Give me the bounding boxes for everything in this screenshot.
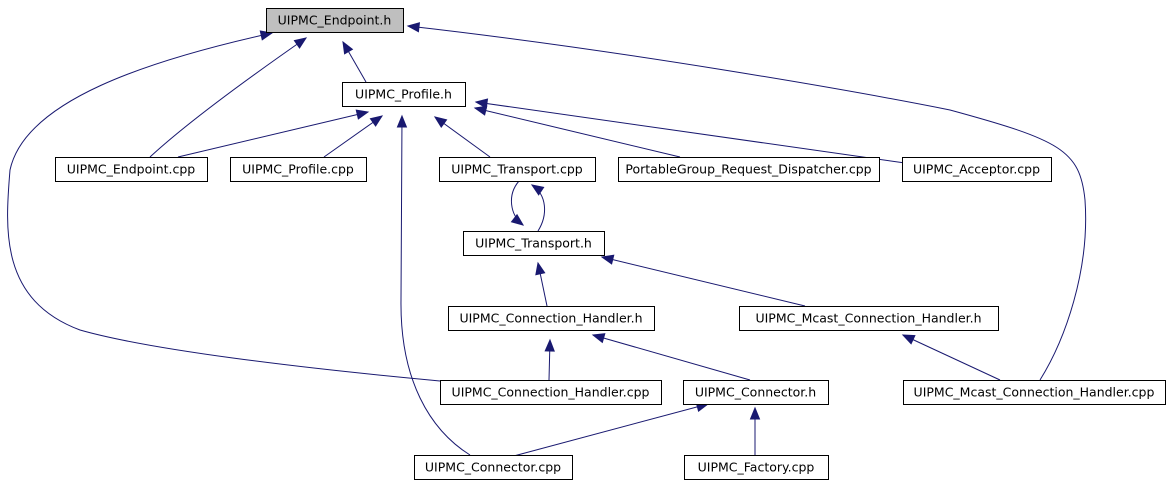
arrowhead	[591, 333, 606, 344]
arrowhead	[355, 109, 370, 120]
edge-uipmc_profile_h-to-uipmc_endpoint_h	[342, 40, 367, 83]
node-label: PortableGroup_Request_Dispatcher.cpp	[625, 162, 871, 177]
edge-line	[474, 107, 681, 158]
arrowhead	[530, 184, 545, 196]
edge-line	[149, 37, 307, 158]
node-box[interactable]	[618, 157, 880, 182]
edge-line	[407, 25, 1087, 381]
node-uipmc-connection-handler-h[interactable]: UIPMC_Connection_Handler.h	[448, 306, 655, 331]
node-uipmc-transport-cpp[interactable]: UIPMC_Transport.cpp	[439, 157, 596, 182]
node-uipmc-connection-handler-cpp[interactable]: UIPMC_Connection_Handler.cpp	[440, 380, 662, 405]
edge-uipmc_endpoint_cpp-to-uipmc_profile_h	[177, 109, 370, 158]
node-label: UIPMC_Connector.cpp	[425, 460, 561, 475]
node-box[interactable]	[463, 231, 605, 256]
node-label: UIPMC_Mcast_Connection_Handler.cpp	[914, 385, 1155, 400]
arrowhead	[473, 105, 488, 116]
edge-uipmc_mcast_connection_handler_cpp-to-uipmc_mcast_connection_handler_h	[901, 334, 1001, 381]
edge-uipmc_connector_h-to-uipmc_connection_handler_h	[591, 333, 751, 381]
node-label: UIPMC_Transport.h	[475, 236, 592, 251]
node-label: UIPMC_Endpoint.h	[278, 13, 392, 28]
node-box[interactable]	[440, 380, 662, 405]
node-uipmc-profile-cpp[interactable]: UIPMC_Profile.cpp	[230, 157, 367, 182]
node-box[interactable]	[414, 455, 573, 480]
node-uipmc-transport-h[interactable]: UIPMC_Transport.h	[463, 231, 605, 256]
node-uipmc-acceptor-cpp[interactable]: UIPMC_Acceptor.cpp	[902, 157, 1052, 182]
edge-portablegroup_request_dispatcher_cpp-to-uipmc_profile_h	[473, 105, 681, 158]
node-label: UIPMC_Transport.cpp	[451, 162, 583, 177]
arrowhead	[433, 116, 448, 129]
edge-uipmc_connector_cpp-to-uipmc_connector_h	[509, 401, 710, 458]
edge-uipmc_transport_cpp-to-uipmc_profile_h	[433, 116, 491, 158]
edge-line	[400, 115, 471, 456]
edge-uipmc_connection_handler_cpp-to-uipmc_connection_handler_h	[544, 338, 555, 381]
arrowhead	[510, 213, 525, 226]
node-box[interactable]	[230, 157, 367, 182]
node-box[interactable]	[448, 306, 655, 331]
edge-uipmc_transport_h-to-uipmc_transport_cpp	[530, 184, 545, 232]
edge-line	[902, 334, 1001, 381]
edge-uipmc_endpoint_cpp-to-uipmc_endpoint_h	[149, 37, 308, 158]
nodes-layer: UIPMC_Endpoint.hUIPMC_Profile.hUIPMC_End…	[55, 8, 1166, 480]
edge-uipmc_connection_handler_h-to-uipmc_transport_h	[535, 261, 548, 307]
node-label: UIPMC_Mcast_Connection_Handler.h	[755, 311, 981, 326]
arrowhead	[406, 22, 421, 33]
edge-line	[475, 101, 906, 164]
edge-line	[509, 403, 709, 458]
node-box[interactable]	[55, 157, 208, 182]
edge-uipmc_transport_cpp-to-uipmc_transport_h	[510, 180, 525, 226]
node-label: UIPMC_Connector.h	[695, 385, 816, 400]
node-label: UIPMC_Factory.cpp	[698, 460, 815, 475]
arrowhead	[396, 114, 408, 128]
node-box[interactable]	[683, 380, 829, 405]
edge-uipmc_profile_cpp-to-uipmc_profile_h	[323, 115, 384, 158]
edge-uipmc_connector_cpp-to-uipmc_profile_h	[396, 114, 471, 456]
node-label: UIPMC_Connection_Handler.cpp	[452, 385, 650, 400]
edge-uipmc_factory_cpp-to-uipmc_connector_h	[749, 406, 761, 455]
node-uipmc-endpoint-cpp[interactable]: UIPMC_Endpoint.cpp	[55, 157, 208, 182]
node-label: UIPMC_Profile.cpp	[242, 162, 354, 177]
node-box[interactable]	[684, 455, 829, 480]
arrowhead	[474, 98, 489, 109]
edge-uipmc_mcast_connection_handler_h-to-uipmc_transport_h	[600, 254, 806, 307]
edge-line	[601, 256, 806, 307]
node-box[interactable]	[902, 157, 1052, 182]
arrowhead	[749, 406, 761, 420]
node-portablegroup-request-dispatcher-cpp[interactable]: PortableGroup_Request_Dispatcher.cpp	[618, 157, 880, 182]
edges-layer	[7, 22, 1087, 458]
arrowhead	[342, 40, 354, 55]
node-box[interactable]	[266, 8, 404, 33]
arrowhead	[535, 261, 546, 276]
node-uipmc-connector-cpp[interactable]: UIPMC_Connector.cpp	[414, 455, 573, 480]
node-uipmc-mcast-connection-handler-h[interactable]: UIPMC_Mcast_Connection_Handler.h	[739, 306, 999, 331]
arrowhead	[293, 37, 308, 49]
edge-line	[177, 111, 369, 158]
edge-line	[592, 334, 751, 381]
node-uipmc-factory-cpp[interactable]: UIPMC_Factory.cpp	[684, 455, 829, 480]
edge-line	[7, 32, 441, 382]
arrowhead	[544, 338, 555, 352]
arrowhead	[901, 334, 916, 345]
edge-uipmc_acceptor_cpp-to-uipmc_profile_h	[474, 98, 906, 164]
arrowhead	[369, 115, 384, 127]
edge-uipmc_mcast_connection_handler_cpp-to-uipmc_endpoint_h	[406, 22, 1087, 381]
edge-line	[323, 115, 383, 158]
node-box[interactable]	[903, 380, 1166, 405]
node-box[interactable]	[439, 157, 596, 182]
node-label: UIPMC_Connection_Handler.h	[459, 311, 642, 326]
node-label: UIPMC_Endpoint.cpp	[67, 162, 196, 177]
node-box[interactable]	[342, 82, 466, 107]
node-uipmc-connector-h[interactable]: UIPMC_Connector.h	[683, 380, 829, 405]
node-label: UIPMC_Acceptor.cpp	[913, 162, 1040, 177]
node-box[interactable]	[739, 306, 999, 331]
node-uipmc-endpoint-h[interactable]: UIPMC_Endpoint.h	[266, 8, 404, 33]
node-label: UIPMC_Profile.h	[355, 87, 452, 102]
node-uipmc-mcast-connection-handler-cpp[interactable]: UIPMC_Mcast_Connection_Handler.cpp	[903, 380, 1166, 405]
arrowhead	[600, 254, 615, 265]
node-uipmc-profile-h[interactable]: UIPMC_Profile.h	[342, 82, 466, 107]
